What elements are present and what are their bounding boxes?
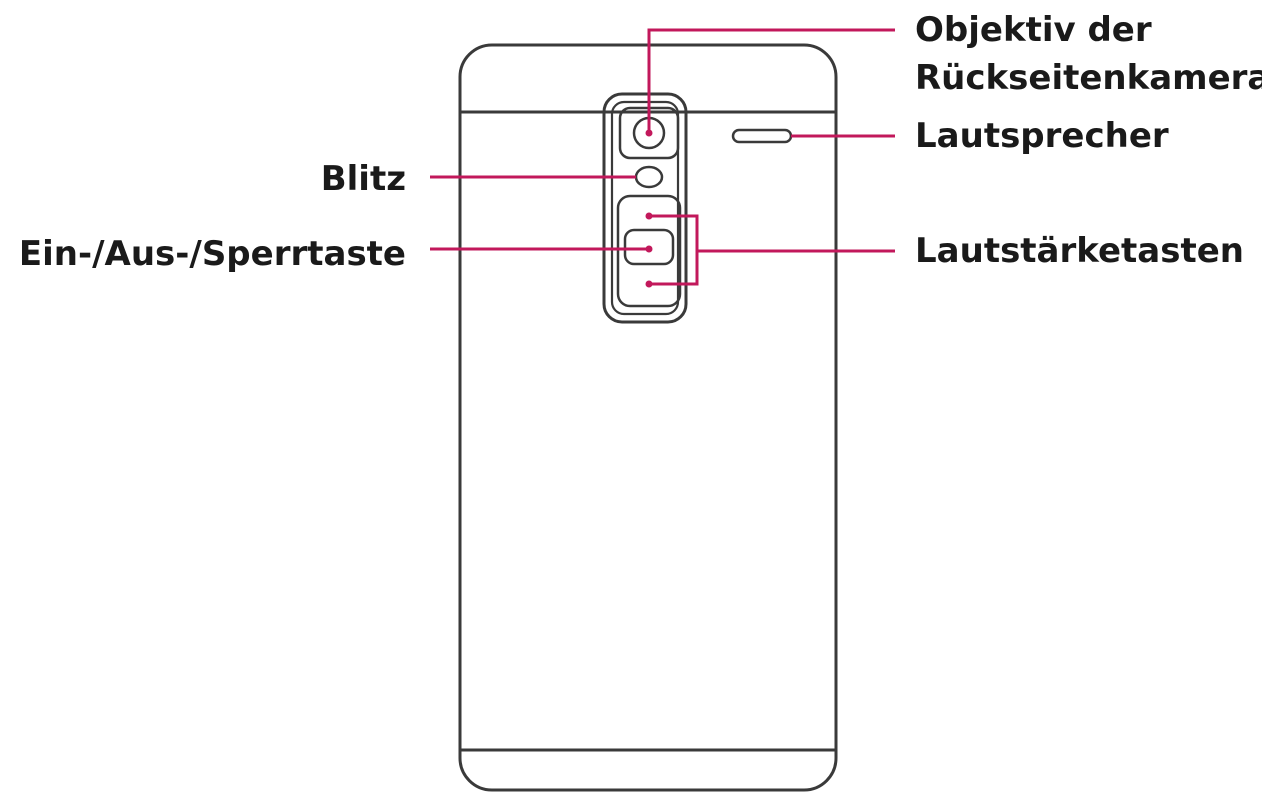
callout-rear-camera: [647, 28, 895, 133]
label-rear-camera-line1: Objektiv der: [915, 10, 1152, 50]
flash-icon: [634, 165, 664, 189]
dot-rear-camera: [645, 129, 653, 137]
label-speaker: Lautsprecher: [915, 116, 1169, 156]
dot-volume-down: [645, 280, 653, 288]
label-rear-camera-line2: Rückseitenkamera: [915, 58, 1262, 98]
dot-power-lock-key: [645, 245, 653, 253]
rear-speaker-slot: [731, 128, 793, 144]
key-panel: [616, 194, 682, 308]
label-flash: Blitz: [320, 159, 406, 199]
label-volume-keys: Lautstärketasten: [915, 231, 1244, 271]
rear-module-outer: [602, 92, 688, 324]
dot-volume-up: [645, 212, 653, 220]
label-power-lock-key: Ein-/Aus-/Sperrtaste: [18, 234, 406, 274]
power-lock-key: [623, 228, 675, 266]
rear-module-inner: [610, 100, 680, 316]
